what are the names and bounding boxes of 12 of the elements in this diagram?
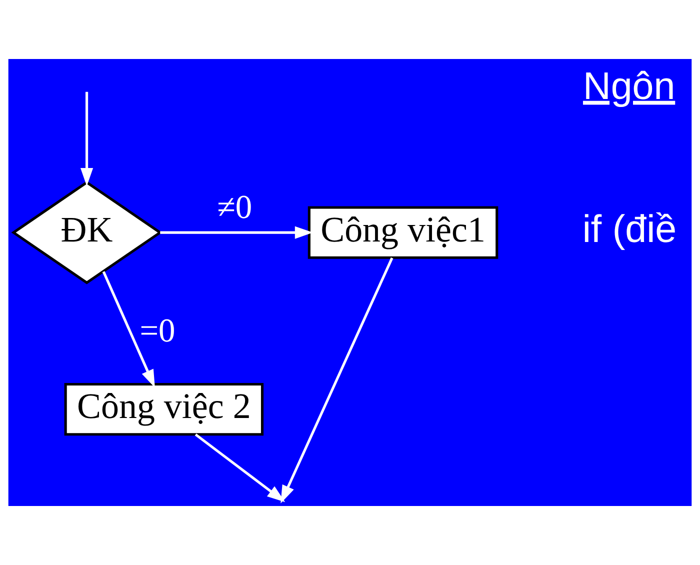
label: Ngôn: [583, 64, 676, 108]
arrow: [160, 226, 313, 239]
node-diamond: ĐK: [11, 180, 162, 284]
label: if (điề: [582, 208, 677, 252]
edge-label: ≠0: [217, 189, 252, 226]
arrow: [194, 434, 286, 502]
node-box: Công việc 2: [64, 382, 264, 436]
arrow: [80, 92, 94, 186]
edge-label: =0: [140, 312, 176, 350]
node-box: Công việc1: [308, 206, 498, 259]
arrow: [280, 257, 394, 504]
arrow: [102, 271, 155, 388]
